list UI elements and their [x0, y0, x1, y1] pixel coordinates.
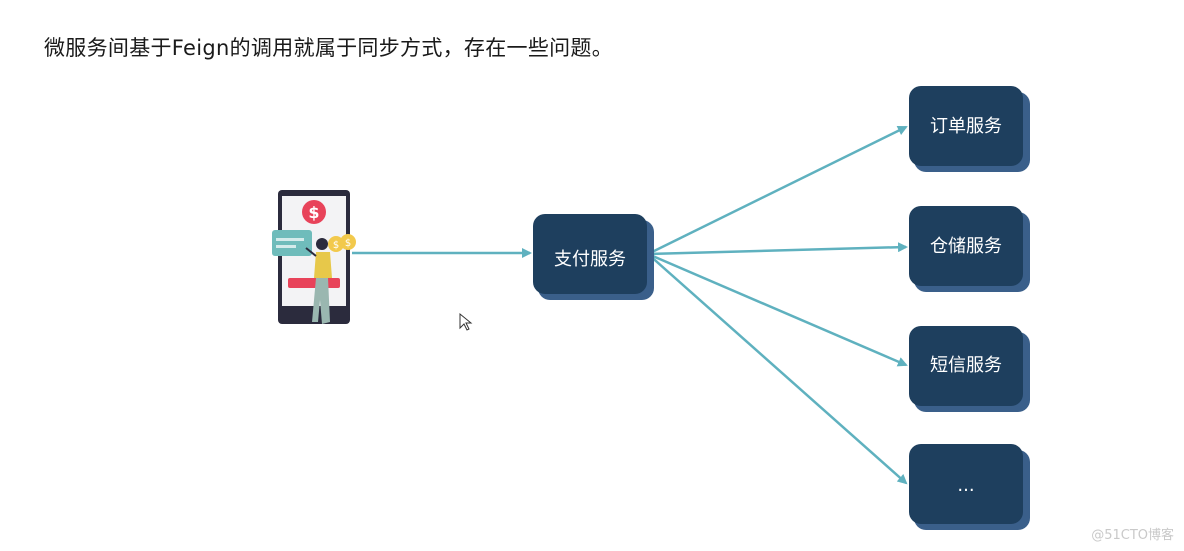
sms-service-node: 短信服务: [909, 326, 1030, 412]
arrow-to-sms-service: [647, 252, 908, 367]
more-services-node: ...: [909, 444, 1030, 530]
svg-text:$: $: [308, 203, 319, 222]
payment-service-node: 支付服务: [533, 214, 654, 300]
person-figure: [305, 238, 332, 324]
coin-icon: [328, 236, 344, 252]
coin-icon: [340, 234, 356, 250]
order-service-label: 订单服务: [930, 116, 1002, 137]
arrow-to-storage-service: [647, 242, 908, 256]
svg-text:$: $: [333, 240, 339, 251]
dollar-coin-icon: [302, 200, 326, 224]
page-title: 微服务间基于Feign的调用就属于同步方式，存在一些问题。: [44, 36, 614, 60]
storage-service-node: 仓储服务: [909, 206, 1030, 292]
payment-service-label: 支付服务: [554, 249, 626, 270]
order-service-node: 订单服务: [909, 86, 1030, 172]
more-services-label: ...: [957, 475, 974, 496]
svg-text:$: $: [345, 238, 351, 249]
phone-payment-icon: $ $ $: [272, 190, 356, 324]
sms-service-label: 短信服务: [930, 355, 1002, 376]
arrow-to-more-services: [647, 253, 908, 485]
watermark: @51CTO博客: [1091, 528, 1174, 543]
arrow-to-order-service: [647, 125, 908, 256]
storage-service-label: 仓储服务: [930, 236, 1002, 257]
mouse-cursor-icon: [459, 312, 473, 331]
credit-card-icon: [272, 230, 312, 256]
